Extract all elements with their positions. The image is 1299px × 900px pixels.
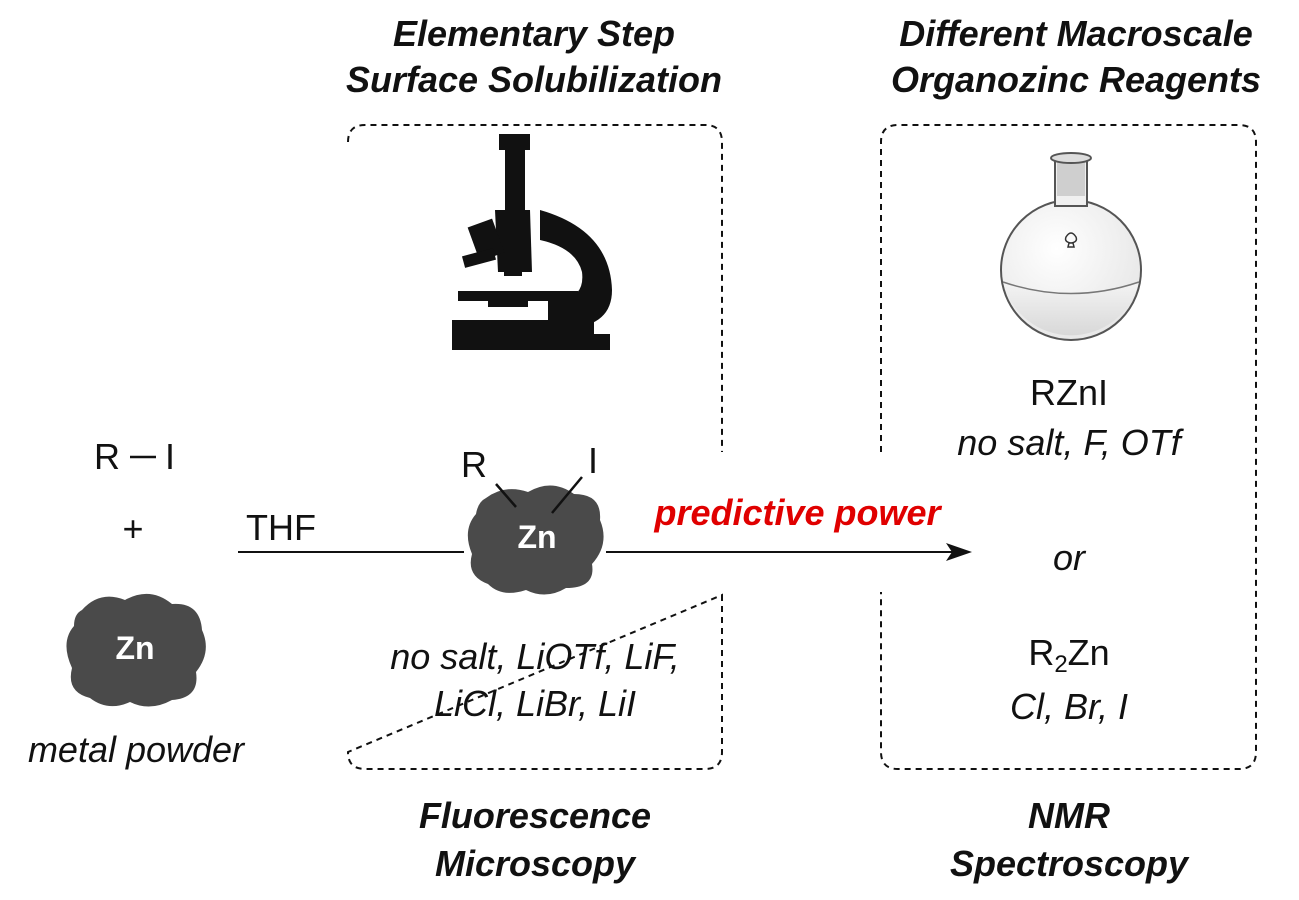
i-zn-bond <box>551 476 583 514</box>
microscope-icon <box>452 134 612 350</box>
left-header-line1: Elementary Step <box>392 13 676 54</box>
surface-r-label: R <box>461 444 487 485</box>
product-rzni: RZnI <box>1029 372 1108 413</box>
left-footer-line1: Fluorescence <box>418 795 652 836</box>
salts-line2: LiCl, LiBr, LiI <box>433 683 637 724</box>
predictive-power-label: predictive power <box>654 492 941 533</box>
or-label: or <box>1052 537 1085 578</box>
product-r2zn-suffix: Zn <box>1067 632 1110 673</box>
right-footer-line1: NMR <box>1028 795 1110 836</box>
product-r2zn-prefix: R <box>1028 632 1055 673</box>
zinc-particle-surface-icon <box>467 485 604 595</box>
r-zn-bond <box>495 483 517 508</box>
right-footer-line2: Spectroscopy <box>949 843 1189 884</box>
round-bottom-flask-icon <box>1000 152 1142 341</box>
reactant-r-label: R <box>94 436 120 477</box>
product-rzni-conditions: no salt, F, OTf <box>957 422 1181 463</box>
product-r2zn-conditions: Cl, Br, I <box>1009 686 1129 727</box>
metal-powder-caption: metal powder <box>27 729 245 770</box>
zinc-particle-icon <box>66 593 206 707</box>
left-header-line2: Surface Solubilization <box>345 59 723 100</box>
right-header-line1: Different Macroscale <box>899 13 1253 54</box>
solvent-label: THF <box>246 507 316 548</box>
salts-line1: no salt, LiOTf, LiF, <box>390 636 680 677</box>
arrow-head <box>946 543 972 561</box>
left-dashed-box <box>346 124 723 770</box>
product-r2zn: R2Zn <box>881 632 1257 677</box>
right-header-line2: Organozinc Reagents <box>890 59 1262 100</box>
left-footer-line2: Microscopy <box>434 843 636 884</box>
surface-zn-label: Zn <box>517 519 557 555</box>
plus-sign: + <box>122 508 144 549</box>
zn-label: Zn <box>115 630 155 666</box>
surface-i-label: I <box>587 440 598 481</box>
product-r2zn-subscript: 2 <box>1054 651 1068 678</box>
reactant-i-label: I <box>164 436 175 477</box>
